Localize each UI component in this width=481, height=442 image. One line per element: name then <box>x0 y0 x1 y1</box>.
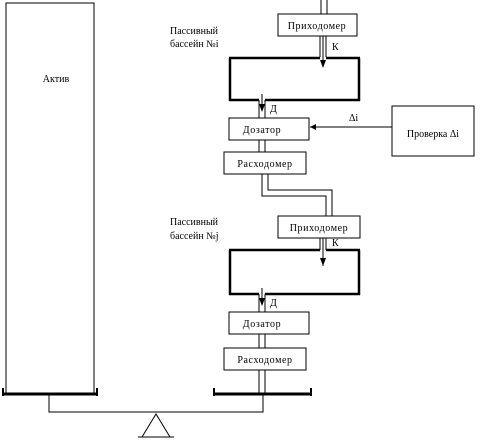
d-label-bottom: Д <box>270 298 277 309</box>
active-column <box>5 2 95 394</box>
inflow-arrow-j-icon <box>320 258 326 266</box>
outflow-arrow-icon <box>259 104 265 112</box>
inflow-arrow-icon <box>320 60 326 68</box>
passive-pool-j <box>228 248 361 296</box>
doser-i-label: Дозатор <box>243 125 281 136</box>
active-label: Актив <box>43 74 70 85</box>
signal-arrow-icon <box>310 124 316 130</box>
check-delta-label: Проверка Δi <box>407 129 459 140</box>
outflow-meter-j-label: Расходомер <box>237 355 292 366</box>
k-label-bottom: К <box>332 238 339 249</box>
pool-j-label-line2: бассейн №j <box>170 231 219 242</box>
fulcrum-icon <box>141 413 171 438</box>
doser-j <box>228 311 310 335</box>
pool-j-label-line1: Пассивный <box>170 217 219 228</box>
inflow-meter-i-label: Приходомер <box>288 21 347 32</box>
pool-i-label-line2: бассейн №i <box>170 39 219 50</box>
outflow-arrow-j-icon <box>259 298 265 306</box>
inflow-meter-j-label: Приходомер <box>290 223 349 234</box>
d-label-top: Д <box>270 104 277 115</box>
delta-i-label: Δi <box>349 113 358 124</box>
pool-i-label-line1: Пассивный <box>170 26 219 37</box>
doser-i <box>228 117 310 141</box>
inflow-meter-j <box>277 215 361 239</box>
passive-pool-i <box>228 56 361 102</box>
check-delta-box <box>391 105 475 157</box>
outflow-meter-i <box>223 151 307 175</box>
k-label-top: К <box>332 42 339 53</box>
doser-j-label: Дозатор <box>243 319 281 330</box>
outflow-meter-i-label: Расходомер <box>237 159 292 170</box>
connector-pipe <box>261 174 327 216</box>
balance-beam <box>48 394 264 413</box>
inflow-meter-i <box>277 13 358 37</box>
